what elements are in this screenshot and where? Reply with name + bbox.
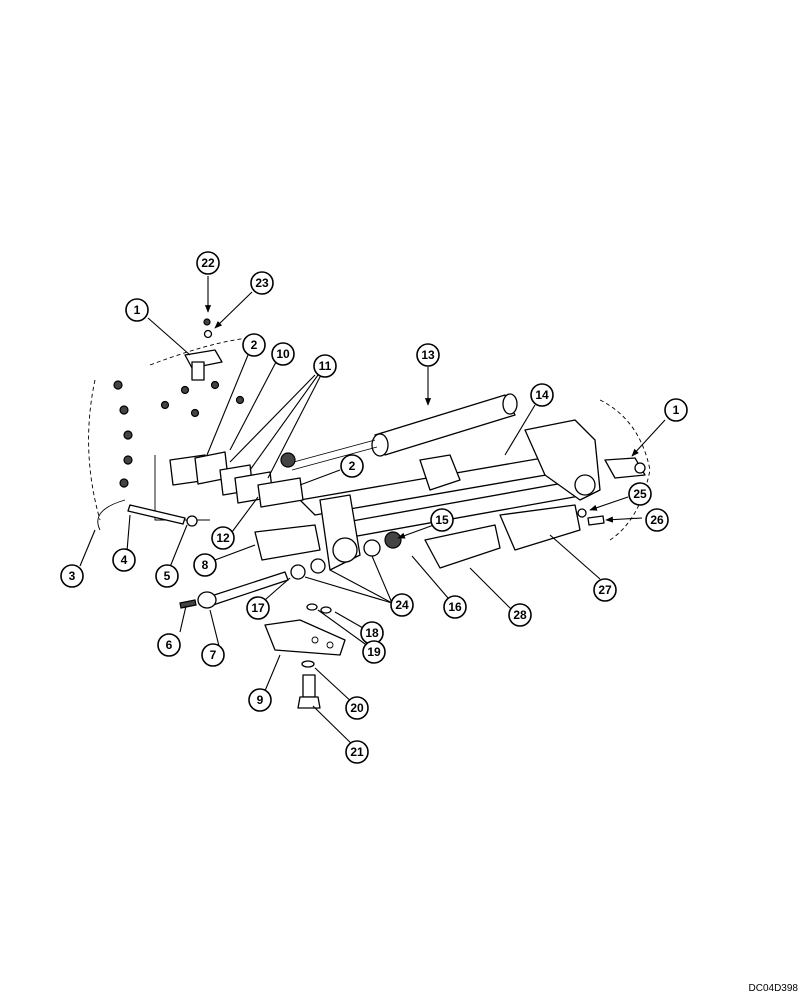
callout-24: 24	[390, 593, 414, 617]
svg-text:14: 14	[535, 388, 549, 402]
callout-4: 4	[112, 548, 136, 572]
gearbox-housing-outline	[88, 337, 651, 541]
svg-text:1: 1	[134, 303, 141, 317]
svg-text:28: 28	[513, 608, 527, 622]
svg-text:13: 13	[421, 348, 435, 362]
svg-text:26: 26	[650, 513, 664, 527]
svg-text:12: 12	[216, 531, 230, 545]
housing-bolts	[113, 380, 245, 488]
callout-7: 7	[201, 643, 225, 667]
small-bolt-washer	[577, 508, 605, 526]
shift-rail-assembly	[299, 419, 601, 571]
svg-text:18: 18	[365, 626, 379, 640]
svg-text:10: 10	[276, 347, 290, 361]
callout-26: 26	[645, 508, 669, 532]
callout-6: 6	[157, 633, 181, 657]
wear-pads	[424, 504, 581, 569]
hydraulic-cylinder	[280, 393, 518, 471]
lock-plate	[254, 524, 321, 561]
callout-2-middle: 2	[340, 454, 364, 478]
callout-3: 3	[60, 564, 84, 588]
long-bolt	[127, 504, 198, 527]
callout-17: 17	[246, 596, 270, 620]
svg-text:6: 6	[166, 638, 173, 652]
callout-16: 16	[443, 595, 467, 619]
pivot-pin-top	[184, 318, 223, 381]
callout-14: 14	[530, 383, 554, 407]
callout-21: 21	[345, 740, 369, 764]
callout-1-top: 1	[125, 298, 149, 322]
pivot-pin-right	[604, 457, 646, 479]
callout-1-right: 1	[664, 398, 688, 422]
leader-lines	[79, 276, 666, 753]
shim-stack	[169, 451, 304, 508]
callout-8: 8	[193, 553, 217, 577]
callout-20: 20	[345, 696, 369, 720]
svg-text:23: 23	[255, 276, 269, 290]
callout-22: 22	[196, 251, 220, 275]
svg-text:11: 11	[319, 359, 332, 373]
drawing-code-label: DC04D398	[748, 983, 798, 994]
hose-loop	[97, 499, 126, 531]
svg-text:2: 2	[251, 338, 258, 352]
svg-text:9: 9	[257, 693, 264, 707]
svg-text:15: 15	[435, 513, 449, 527]
svg-text:19: 19	[367, 645, 381, 659]
callout-27: 27	[593, 578, 617, 602]
svg-text:21: 21	[350, 745, 364, 759]
svg-text:24: 24	[395, 598, 409, 612]
callout-23: 23	[250, 271, 274, 295]
shaft-bolt	[179, 571, 289, 609]
mounting-bracket	[264, 603, 346, 709]
svg-text:1: 1	[673, 403, 680, 417]
svg-text:17: 17	[251, 601, 265, 615]
svg-text:2: 2	[349, 459, 356, 473]
callout-13: 13	[416, 343, 440, 367]
svg-text:3: 3	[69, 569, 76, 583]
callout-9: 9	[248, 688, 272, 712]
callout-25: 25	[628, 482, 652, 506]
svg-text:8: 8	[202, 558, 209, 572]
callout-11: 11	[313, 354, 337, 378]
svg-text:25: 25	[633, 487, 647, 501]
svg-text:20: 20	[350, 701, 364, 715]
svg-text:4: 4	[121, 553, 128, 567]
callout-19: 19	[362, 640, 386, 664]
callout-12: 12	[211, 526, 235, 550]
svg-text:7: 7	[210, 648, 217, 662]
callout-2-top: 2	[242, 333, 266, 357]
callout-10: 10	[271, 342, 295, 366]
svg-text:16: 16	[448, 600, 462, 614]
svg-text:27: 27	[598, 583, 612, 597]
callout-5: 5	[155, 564, 179, 588]
svg-text:22: 22	[201, 256, 215, 270]
callout-28: 28	[508, 603, 532, 627]
callout-15: 15	[430, 508, 454, 532]
washers-spacers	[290, 531, 402, 580]
svg-text:5: 5	[164, 569, 171, 583]
